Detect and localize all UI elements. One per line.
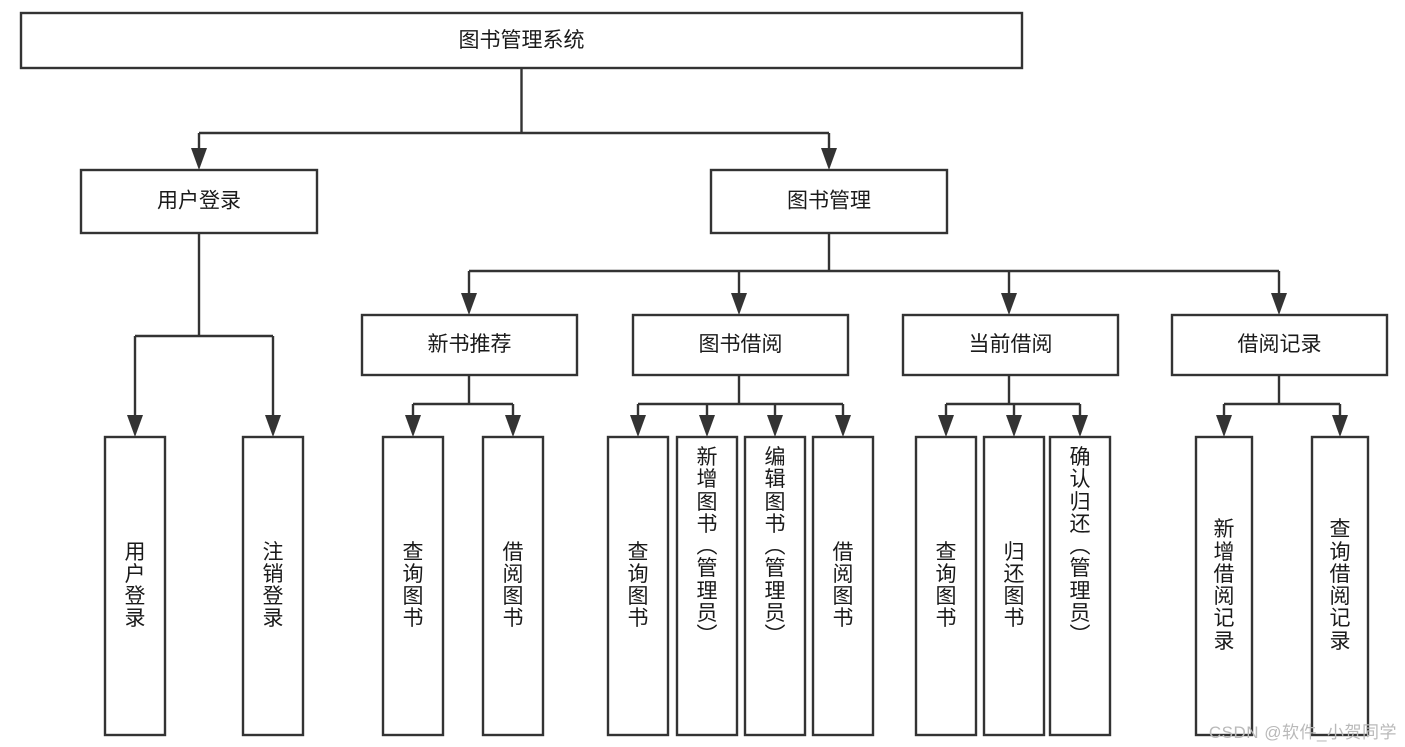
arrow-to-leaf-query-book-2 (630, 415, 646, 437)
arrow-to-book-borrow (731, 293, 747, 315)
arrow-to-leaf-query-book-1 (405, 415, 421, 437)
node-leaf-borrow-book-2[interactable] (811, 435, 875, 737)
arrow-to-leaf-edit-book (767, 415, 783, 437)
node-current-borrow-label: 当前借阅 (969, 333, 1053, 356)
node-leaf-add-book[interactable] (675, 435, 739, 737)
arrow-to-leaf-return-book (1006, 415, 1022, 437)
connector-layer (127, 68, 1348, 437)
arrow-to-leaf-query-borrow-record (1332, 415, 1348, 437)
node-leaf-borrow-book-1[interactable] (481, 435, 545, 737)
csdn-watermark: CSDN @软件_小贺同学 (1208, 723, 1397, 742)
node-book-management-label: 图书管理 (787, 190, 871, 213)
node-leaf-user-logout[interactable] (241, 435, 305, 737)
node-borrow-record[interactable] (1170, 313, 1389, 377)
arrow-to-leaf-borrow-book-2 (835, 415, 851, 437)
node-leaf-query-borrow-record[interactable] (1310, 435, 1370, 737)
node-leaf-query-book-2[interactable] (606, 435, 670, 737)
arrow-to-leaf-add-book (699, 415, 715, 437)
node-leaf-return-book[interactable] (982, 435, 1046, 737)
arrow-to-current-borrow (1001, 293, 1017, 315)
node-leaf-user-login[interactable] (103, 435, 167, 737)
arrow-to-leaf-add-borrow-record (1216, 415, 1232, 437)
node-borrow-record-label: 借阅记录 (1238, 333, 1322, 356)
arrow-to-leaf-user-login (127, 415, 143, 437)
node-leaf-query-book-1[interactable] (381, 435, 445, 737)
arrow-to-user-login (191, 148, 207, 170)
arrow-to-leaf-query-book-3 (938, 415, 954, 437)
arrow-to-leaf-confirm-return (1072, 415, 1088, 437)
arrow-to-book-management (821, 148, 837, 170)
node-book-management[interactable] (709, 168, 949, 235)
node-root-label: 图书管理系统 (459, 29, 585, 52)
node-leaf-confirm-return[interactable] (1048, 435, 1112, 737)
arrow-to-borrow-record (1271, 293, 1287, 315)
node-leaf-add-borrow-record[interactable] (1194, 435, 1254, 737)
node-root[interactable] (19, 11, 1024, 70)
node-current-borrow[interactable] (901, 313, 1120, 377)
arrow-to-new-book-recommend (461, 293, 477, 315)
node-new-book-recommend[interactable] (360, 313, 579, 377)
node-leaf-query-book-3[interactable] (914, 435, 978, 737)
node-layer: 图书管理系统 用户登录 图书管理 新书推荐 图书借阅 当前借阅 借阅记录 (19, 11, 1389, 737)
arrow-to-leaf-user-logout (265, 415, 281, 437)
node-user-login-label: 用户登录 (157, 190, 241, 213)
node-user-login[interactable] (79, 168, 319, 235)
node-leaf-edit-book[interactable] (743, 435, 807, 737)
node-book-borrow[interactable] (631, 313, 850, 377)
node-book-borrow-label: 图书借阅 (699, 333, 783, 356)
arrow-to-leaf-borrow-book-1 (505, 415, 521, 437)
node-new-book-recommend-label: 新书推荐 (428, 333, 512, 356)
